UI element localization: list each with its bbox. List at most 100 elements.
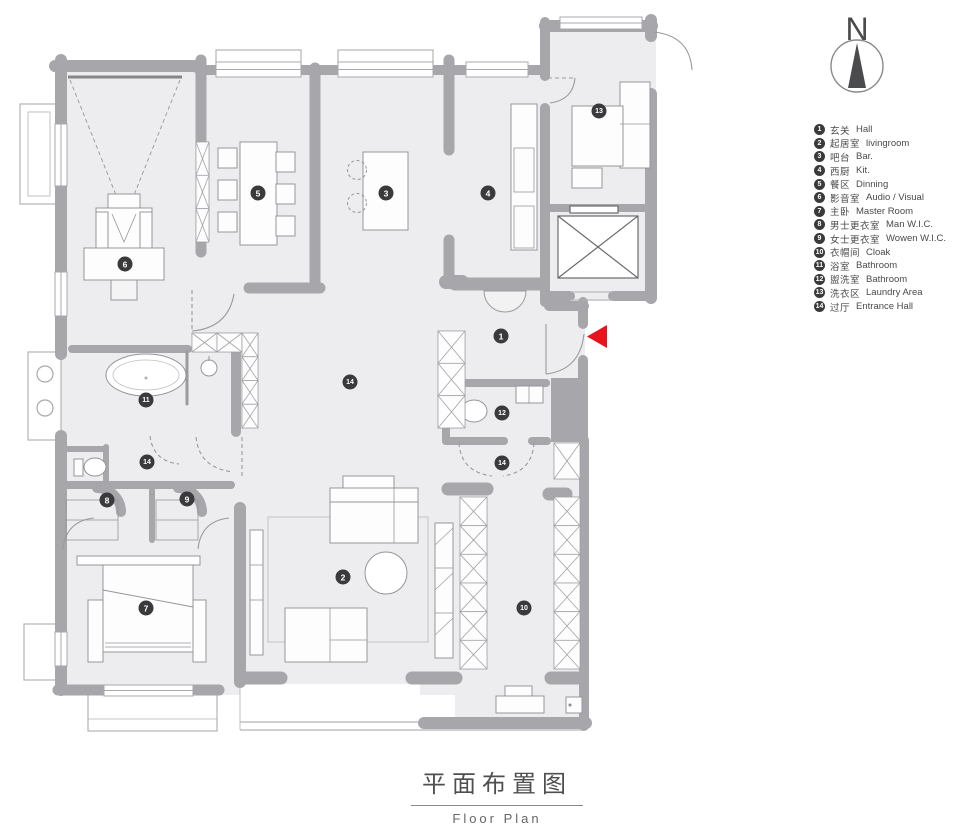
room-badge: 3 [378,185,394,201]
legend-label-zh: 主卧 [830,207,851,219]
legend-number-badge: 10 [814,246,825,258]
legend-label-zh: 衣帽间 [830,248,861,260]
svg-text:14: 14 [498,460,506,467]
legend-label-zh: 浴室 [830,261,851,273]
legend-label-en: Dinning [856,178,889,190]
bathroom12-fixtures [451,385,544,423]
legend-label-en: Bar. [856,151,873,163]
legend-number-badge: 5 [814,178,825,190]
legend-label-zh: 吧台 [830,152,851,164]
room-badge: 14 [494,455,510,471]
elevator-landing-edge [570,291,613,301]
legend-label-zh: 洗衣区 [830,288,861,300]
room-badge: 13 [591,103,607,119]
legend-number-badge: 13 [814,287,825,299]
wardrobe-unit [195,141,210,243]
kitchen-arch [483,290,527,313]
legend-label-en: Wowen W.I.C. [886,233,947,245]
wardrobe-unit [241,332,259,429]
legend-number-badge: 4 [814,165,825,177]
elevator [557,205,639,279]
room-badge: 6 [117,256,133,272]
legend-number-badge: 12 [814,273,825,285]
room-badge: 1 [493,328,509,344]
legend-label-en: Hall [856,124,873,136]
room-badge: 12 [494,405,510,421]
legend-label-zh: 男士更衣室 [830,220,881,232]
legend-item: 13 洗衣区 Laundry Area [814,286,960,300]
closet-shelves [65,499,199,541]
room-badge: 14 [139,454,155,470]
windows [54,16,643,697]
kitchen-counter [510,103,538,251]
legend-label-zh: 西厨 [830,166,851,178]
svg-text:6: 6 [123,260,128,270]
legend-label-en: Laundry Area [866,287,923,299]
svg-text:13: 13 [595,108,603,115]
entry-door-arc [545,333,585,375]
legend-label-zh: 影音室 [830,193,861,205]
laundry-exit-door-arc [653,31,693,71]
washbasin [200,356,218,377]
legend-label-zh: 盥洗室 [830,275,861,287]
legend-item: 12 盥洗室 Bathroom [814,273,960,287]
room-badge: 11 [138,392,154,408]
hall-toilet [73,457,107,477]
legend-number-badge: 2 [814,137,825,149]
legend-label-zh: 餐区 [830,180,851,192]
room-badge: 7 [138,600,154,616]
room-badge: 10 [516,600,532,616]
room-badge: 8 [99,492,115,508]
cloak-dresser [495,685,583,714]
svg-text:14: 14 [143,459,151,466]
svg-text:1: 1 [499,332,504,342]
title-block: 平面布置图 Floor Plan [407,764,587,826]
legend-label-zh: 女士更衣室 [830,234,881,246]
svg-text:8: 8 [105,496,110,506]
svg-text:10: 10 [520,605,528,612]
legend-label-en: Bathroom [866,273,908,285]
svg-text:9: 9 [185,495,190,505]
legend-number-badge: 11 [814,260,825,272]
room-badge: 2 [335,569,351,585]
svg-text:2: 2 [341,573,346,583]
room-badge: 4 [480,185,496,201]
legend-label-en: Kit. [856,165,870,177]
legend-label-en: Entrance Hall [856,301,914,313]
room-badge: 9 [179,491,195,507]
svg-text:14: 14 [346,379,354,386]
legend-number-badge: 6 [814,192,825,204]
audio-room-projector-set [68,75,182,301]
legend-label-en: Audio / Visual [866,192,924,204]
title-divider [411,805,583,806]
legend-number-badge: 14 [814,301,825,313]
living-room-set [249,475,454,663]
svg-text:4: 4 [486,189,491,199]
legend-label-en: Man W.I.C. [886,219,933,231]
wardrobe-unit [459,496,488,670]
compass: N [830,11,884,93]
compass-n-label: N [845,11,868,47]
page-subtitle: Floor Plan [452,811,542,826]
svg-text:5: 5 [256,189,261,199]
room-badge: 14 [342,374,358,390]
wardrobe-cabinets [191,141,581,670]
legend-item: 4 西厨 Kit. [814,164,960,178]
legend-label-zh: 起居室 [830,139,861,151]
legend-item: 6 影音室 Audio / Visual [814,191,960,205]
legend-number-badge: 7 [814,205,825,217]
wardrobe-unit [191,332,243,353]
page-title: 平面布置图 [422,771,572,798]
